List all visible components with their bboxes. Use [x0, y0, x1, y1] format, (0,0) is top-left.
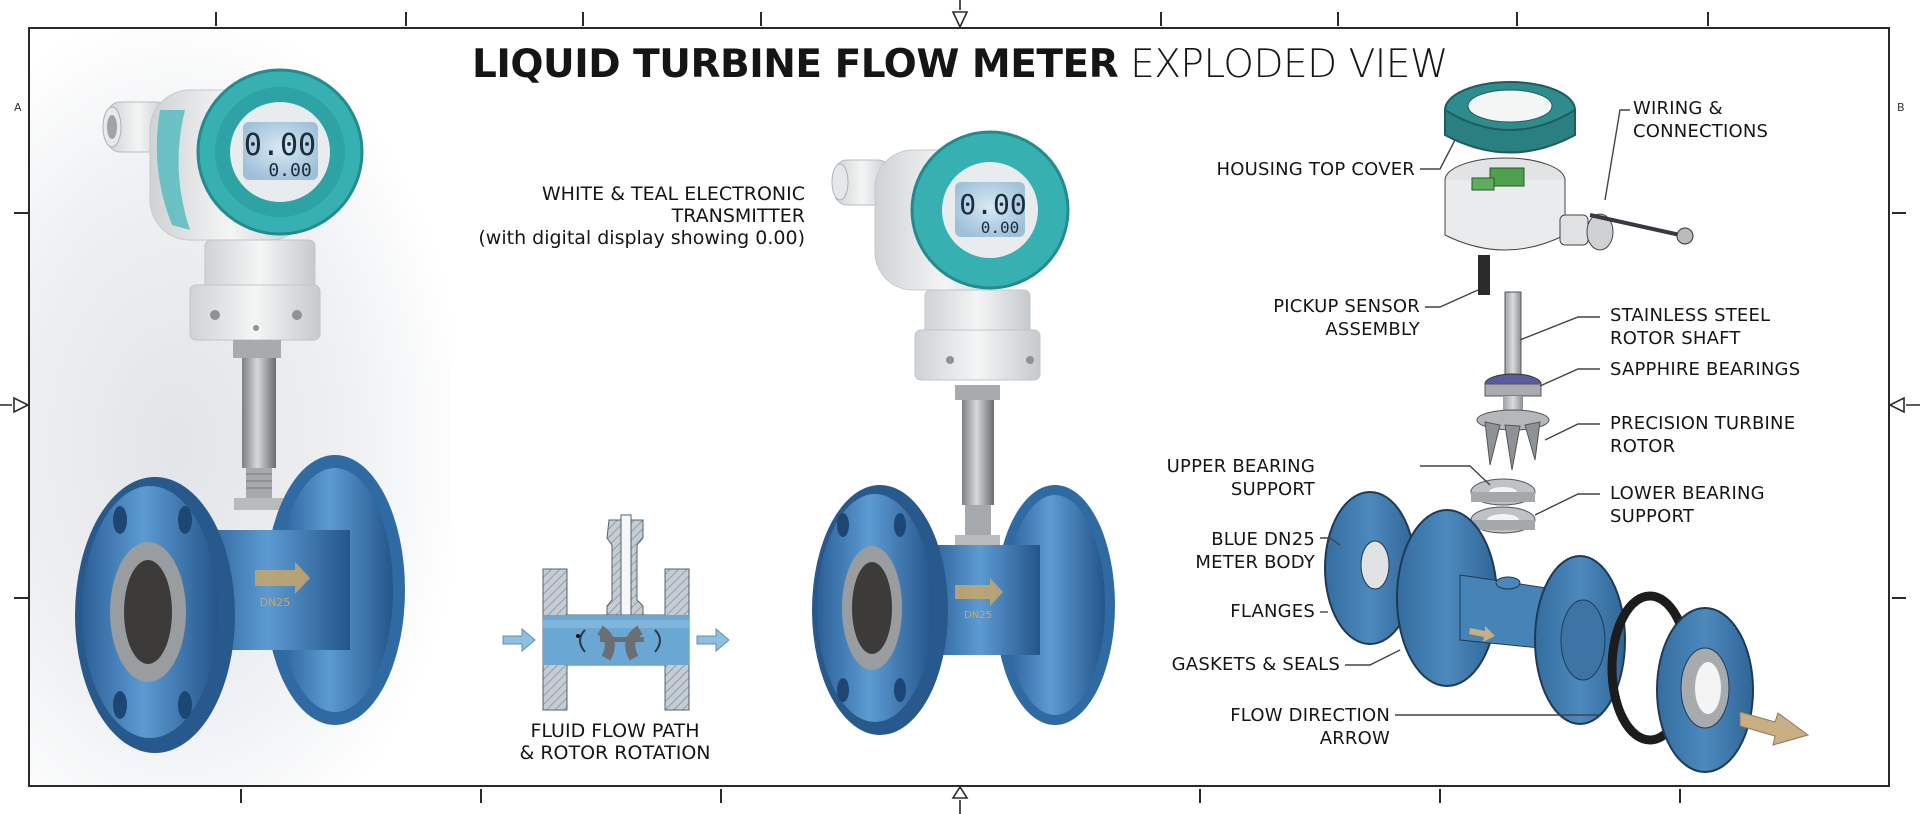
- transmitter-caption-line2: (with digital display showing 0.00): [478, 227, 805, 249]
- callout-body-line1: BLUE DN25: [1211, 529, 1315, 550]
- callout-pickup-line2: ASSEMBLY: [1325, 319, 1420, 340]
- frame-tick: [240, 789, 242, 803]
- callout-shaft-line1: STAINLESS STEEL: [1610, 305, 1771, 326]
- lcd-sub-value: 0.00: [268, 160, 311, 181]
- callout-sapphire-bearings: SAPPHIRE BEARINGS: [1610, 359, 1801, 380]
- callout-turbine-rotor: PRECISION TURBINE ROTOR: [1610, 412, 1795, 458]
- transmitter-caption: WHITE & TEAL ELECTRONIC TRANSMITTER (wit…: [405, 183, 805, 249]
- frame-tick: [1679, 789, 1681, 803]
- callout-upper-bearing-line1: UPPER BEARING: [1166, 456, 1315, 477]
- title-light: EXPLODED VIEW: [1130, 42, 1448, 87]
- frame-tick: [582, 12, 584, 26]
- body-marking-2: DN25: [964, 610, 992, 621]
- callout-upper-bearing-line2: SUPPORT: [1230, 479, 1315, 500]
- callout-pickup-line1: PICKUP SENSOR: [1273, 296, 1420, 317]
- callout-rotor-line2: ROTOR: [1610, 436, 1676, 457]
- lcd-sub-value-2: 0.00: [981, 218, 1020, 237]
- frame-tick: [760, 12, 762, 26]
- frame-tick: [215, 12, 217, 26]
- zone-letter-b: B: [1897, 101, 1905, 114]
- callout-housing-top-cover: HOUSING TOP COVER: [1216, 159, 1415, 180]
- title-bold: LIQUID TURBINE FLOW METER: [472, 42, 1119, 87]
- frame-tick: [14, 597, 28, 599]
- callout-body-line2: METER BODY: [1195, 552, 1315, 573]
- frame-tick: [1439, 789, 1441, 803]
- callout-lower-bearing-support: LOWER BEARING SUPPORT: [1610, 482, 1765, 528]
- lcd-main-value: 0.00: [244, 128, 316, 163]
- callout-flanges: FLANGES: [1230, 601, 1315, 622]
- frame-tick: [405, 12, 407, 26]
- frame-tick: [14, 212, 28, 214]
- callout-flow-direction-arrow: FLOW DIRECTION ARROW: [1150, 704, 1390, 750]
- callout-flow-arrow-line2: ARROW: [1319, 728, 1390, 749]
- lcd-main-value-2: 0.00: [959, 188, 1026, 221]
- callout-gaskets-seals: GASKETS & SEALS: [1171, 654, 1340, 675]
- frame-tick: [480, 789, 482, 803]
- page-title: LIQUID TURBINE FLOW METER EXPLODED VIEW: [0, 42, 1920, 87]
- callout-lower-bearing-line1: LOWER BEARING: [1610, 483, 1765, 504]
- zone-letter-a: A: [14, 101, 22, 114]
- callout-rotor-shaft: STAINLESS STEEL ROTOR SHAFT: [1610, 304, 1770, 350]
- frame-tick: [1892, 597, 1906, 599]
- callout-upper-bearing-support: UPPER BEARING SUPPORT: [1100, 455, 1315, 501]
- flow-caption: FLUID FLOW PATH & ROTOR ROTATION: [490, 720, 740, 764]
- callout-shaft-line2: ROTOR SHAFT: [1610, 328, 1741, 349]
- callout-pickup-sensor: PICKUP SENSOR ASSEMBLY: [1150, 295, 1420, 341]
- frame-tick: [1516, 12, 1518, 26]
- frame-tick: [1892, 212, 1906, 214]
- frame-tick: [1199, 789, 1201, 803]
- callout-wiring-line1: WIRING &: [1633, 98, 1723, 119]
- callout-lower-bearing-line2: SUPPORT: [1610, 506, 1695, 527]
- callout-rotor-line1: PRECISION TURBINE: [1610, 413, 1796, 434]
- callout-flow-arrow-line1: FLOW DIRECTION: [1230, 705, 1390, 726]
- flow-caption-line1: FLUID FLOW PATH: [530, 720, 700, 742]
- body-marking: DN25: [260, 596, 291, 609]
- callout-wiring-line2: CONNECTIONS: [1633, 121, 1769, 142]
- flow-caption-line2: & ROTOR ROTATION: [519, 742, 711, 764]
- frame-tick: [1337, 12, 1339, 26]
- callout-meter-body: BLUE DN25 METER BODY: [1100, 528, 1315, 574]
- frame-tick: [1160, 12, 1162, 26]
- frame-tick: [1707, 12, 1709, 26]
- frame-tick: [720, 789, 722, 803]
- callout-wiring-connections: WIRING & CONNECTIONS: [1633, 97, 1768, 143]
- transmitter-caption-line1: WHITE & TEAL ELECTRONIC TRANSMITTER: [541, 183, 805, 227]
